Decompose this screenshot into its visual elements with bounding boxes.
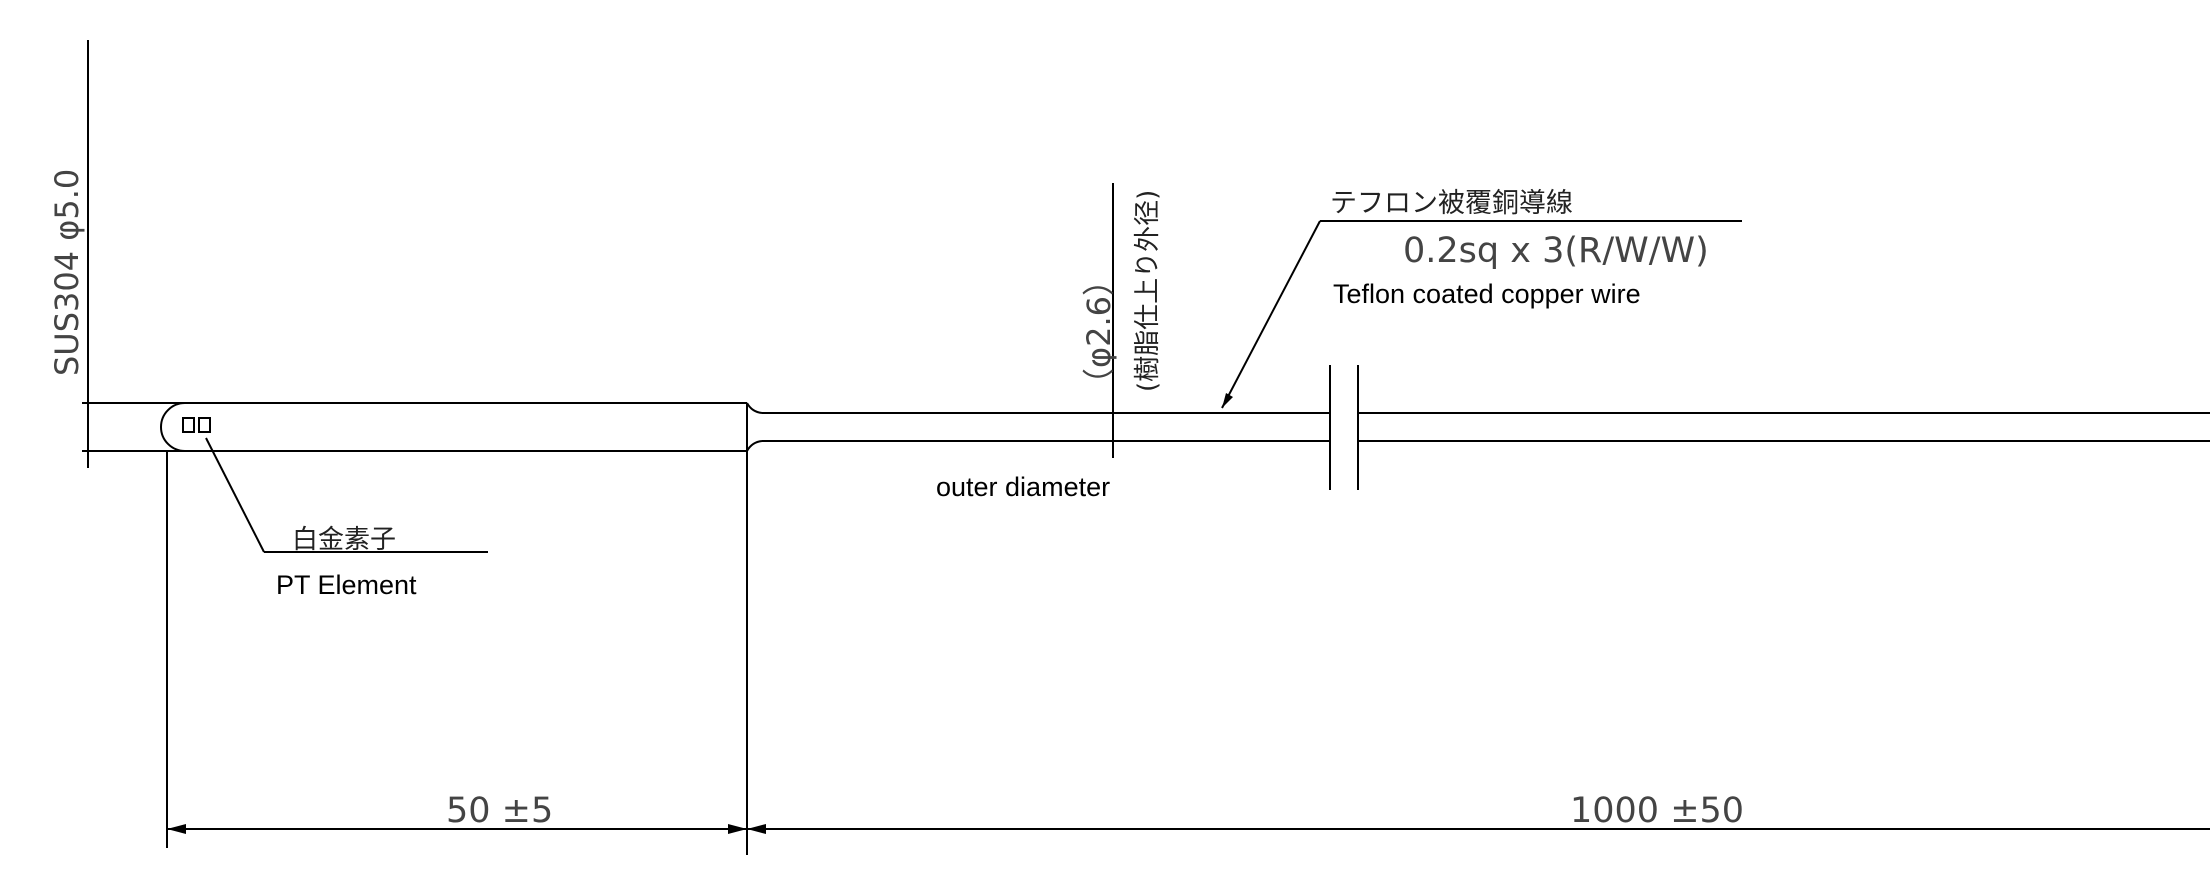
wire-jp-label: テフロン被覆銅導線 xyxy=(1330,188,1573,219)
element-en-label: PT Element xyxy=(276,570,417,600)
lead-od-note-label: (樹脂仕上り外径) xyxy=(1133,190,1163,392)
wire-leader xyxy=(1221,220,1742,409)
sheath-material-label: SUS304 φ5.0 xyxy=(48,169,86,376)
break-symbol xyxy=(1329,365,1359,490)
wire-en-label: Teflon coated copper wire xyxy=(1333,279,1641,309)
element-jp-label: 白金素子 xyxy=(292,525,396,555)
sheath-outline xyxy=(82,40,763,468)
dim-sheath-label: 50 ±5 xyxy=(446,791,553,831)
dim-lead-label: 1000 ±50 xyxy=(1570,791,1744,831)
wire-spec-label: 0.2sq x 3(R/W/W) xyxy=(1403,231,1709,271)
lead-wire-body xyxy=(762,412,2210,442)
dimension-lines xyxy=(166,451,2210,855)
lead-od-en-label: outer diameter xyxy=(936,472,1110,502)
lead-od-label: （φ2.6） xyxy=(1080,264,1118,400)
pt-element-marker xyxy=(182,417,488,553)
